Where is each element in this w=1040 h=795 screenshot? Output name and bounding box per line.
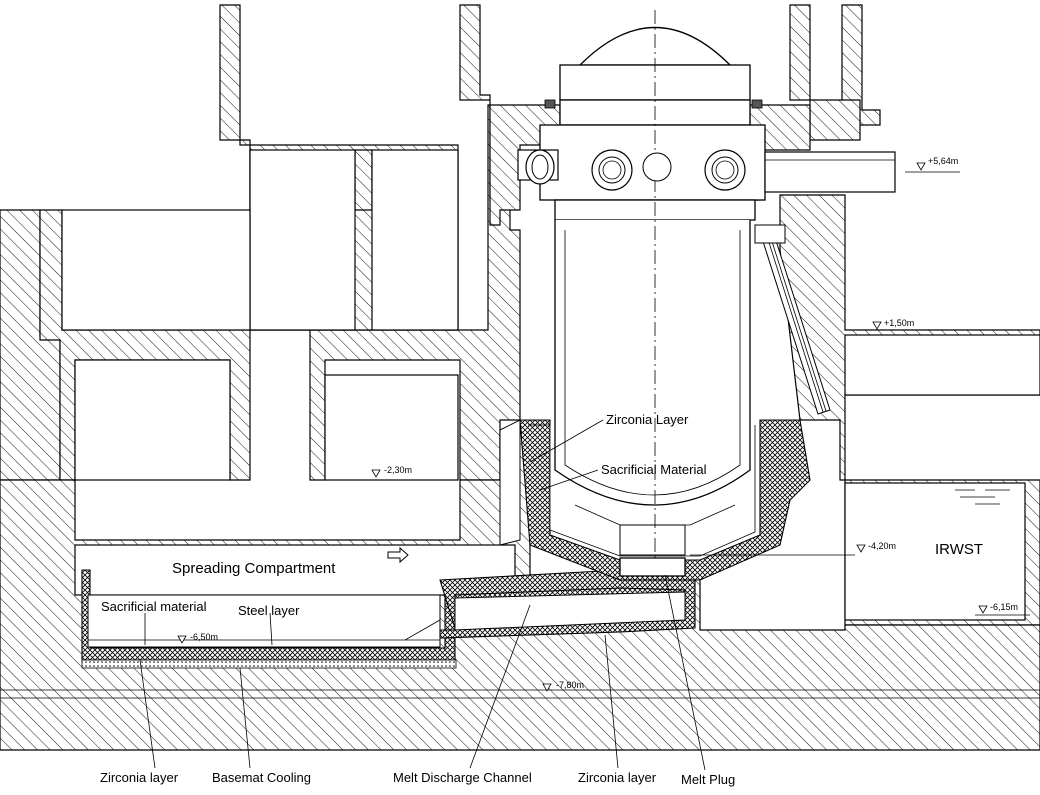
elevation-labels: +5,64m +1,50m -2,30m -4,20m -6,15m -6,50…: [190, 156, 1018, 690]
steel-layer-label: Steel layer: [238, 603, 300, 618]
sacrificial-material-left-label: Sacrificial material: [101, 599, 207, 614]
elevation-minus-2-30: -2,30m: [384, 465, 412, 475]
elevation-plus-1-50: +1,50m: [884, 318, 914, 328]
melt-plug-leader: [664, 574, 706, 771]
water-surface-marks: [955, 489, 1010, 505]
elevation-minus-4-20: -4,20m: [868, 541, 896, 551]
bottom-zirconia-right-label: Zirconia layer: [578, 770, 657, 785]
elevation-minus-7-80: -7,80m: [556, 680, 584, 690]
nozzles: [517, 149, 896, 193]
inclined-pipes: [754, 224, 831, 415]
bottom-zirconia-left-label: Zirconia layer: [100, 770, 179, 785]
zirconia-layer-top-label: Zirconia Layer: [606, 412, 689, 427]
bottom-melt-discharge-channel-label: Melt Discharge Channel: [393, 770, 532, 785]
elevation-plus-5-64: +5,64m: [928, 156, 958, 166]
labels: Zirconia Layer Sacrificial Material Spre…: [100, 412, 983, 787]
spreading-compartment: [74, 544, 516, 669]
bottom-melt-plug-label: Melt Plug: [681, 772, 735, 787]
spreading-compartment-label: Spreading Compartment: [172, 560, 336, 577]
irwst-label: IRWST: [935, 541, 983, 558]
sacrificial-material-top-label: Sacrificial Material: [601, 462, 707, 477]
irwst-pool: [844, 482, 1026, 621]
reactor-vessel: [517, 10, 896, 560]
melt-discharge-channel: [439, 569, 696, 639]
elevation-minus-6-50: -6,50m: [190, 632, 218, 642]
bottom-basemat-cooling-label: Basemat Cooling: [212, 770, 311, 785]
elevation-markers: [177, 162, 988, 692]
leader-lines: [139, 419, 1030, 769]
rooms: [0, 149, 1040, 699]
elevation-minus-6-15: -6,15m: [990, 602, 1018, 612]
